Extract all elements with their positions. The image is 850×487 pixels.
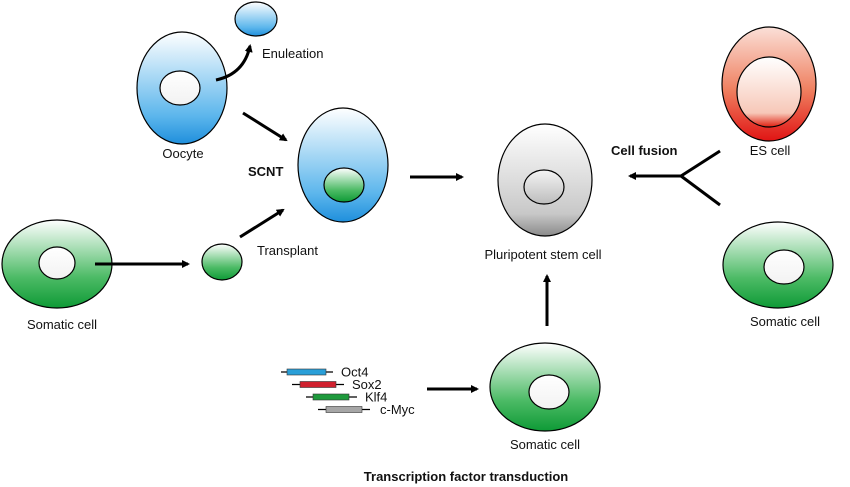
oocyte-cell: [136, 31, 228, 145]
somatic-cell-bottom: [489, 342, 601, 432]
factor-bar: [299, 381, 337, 388]
factor-oct4: Oct4: [281, 365, 368, 380]
somatic-nucleus-transplant: [201, 243, 243, 281]
factor-sox2: Sox2: [292, 377, 382, 392]
factor-label: Oct4: [341, 365, 368, 380]
factor-label: c-Myc: [380, 402, 415, 417]
pluripotent-label: Pluripotent stem cell: [484, 247, 601, 262]
arrow-transplant-to-scnt: [239, 208, 285, 239]
factor-c-myc: c-Myc: [318, 402, 415, 417]
somatic-left-label: Somatic cell: [27, 317, 97, 332]
oocyte-nucleus: [159, 70, 201, 106]
es-nucleus: [736, 56, 802, 128]
pluripotent-nucleus: [523, 169, 565, 205]
arrow-oocyte-to-scnt: [242, 111, 288, 142]
somatic-left-nucleus: [38, 246, 76, 280]
scnt-label: SCNT: [248, 164, 283, 179]
factor-klf4: Klf4: [306, 390, 387, 405]
cell-fusion-label: Cell fusion: [611, 143, 678, 158]
factor-bar: [286, 368, 327, 376]
scnt-nucleus: [323, 167, 365, 203]
somatic-right-nucleus: [763, 249, 805, 285]
factor-bar: [312, 393, 350, 401]
somatic-right-label: Somatic cell: [750, 314, 820, 329]
cell-fusion-arrow: [628, 149, 721, 207]
enucleation-arrow: [215, 44, 253, 82]
es-cell-label: ES cell: [750, 143, 791, 158]
enucleated-nucleus: [234, 1, 278, 37]
enucleation-label: Enuleation: [262, 46, 323, 61]
somatic-bottom-label: Somatic cell: [510, 437, 580, 452]
transduction-label: Transcription factor transduction: [364, 469, 568, 484]
scnt-cell: [297, 107, 389, 223]
pluripotent-stem-cell: [497, 123, 593, 237]
factor-bar: [325, 406, 363, 413]
es-cell: [721, 26, 817, 142]
somatic-bottom-nucleus: [528, 374, 570, 410]
oocyte-label: Oocyte: [162, 146, 203, 161]
somatic-cell-right: [722, 221, 834, 309]
factor-label: Klf4: [365, 390, 387, 405]
transplant-label: Transplant: [257, 243, 318, 258]
factor-label: Sox2: [352, 377, 382, 392]
